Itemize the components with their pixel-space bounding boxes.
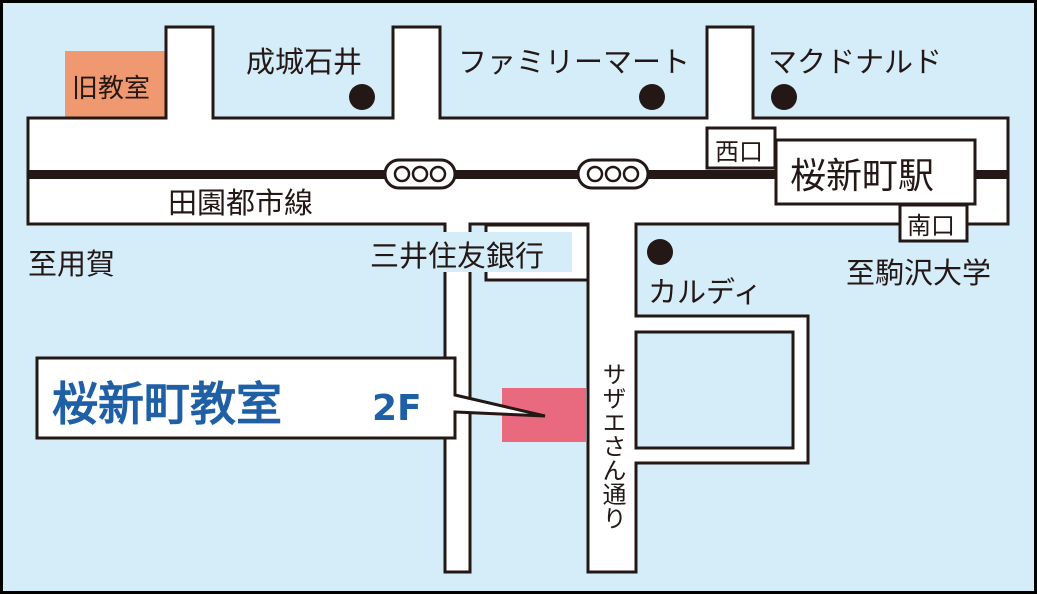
sazae-street-label: サザエさん通り [598, 362, 626, 530]
bank-label-bg [368, 232, 572, 272]
railroad-crossing-icon [576, 158, 650, 190]
to-yoga-label: 至用賀 [28, 247, 115, 281]
landmark-dot-icon [639, 84, 665, 110]
to-komazawa-label: 至駒沢大学 [846, 256, 991, 290]
railroad-crossing-icon [383, 158, 457, 190]
familymart-label: ファミリーマート [458, 45, 690, 79]
west-exit-label: 西口 [715, 138, 763, 166]
station-box [774, 138, 977, 206]
west-exit-box [705, 126, 777, 170]
rail-line [28, 170, 1008, 179]
landmark-dot-icon [349, 84, 375, 110]
old-classroom-block [65, 51, 166, 118]
south-exit-box [898, 203, 969, 243]
bank-label: 三井住友銀行 [370, 239, 544, 273]
old-classroom-label: 旧教室 [72, 74, 150, 104]
landmark-dot-icon [647, 239, 673, 265]
mcdonalds-label: マクドナルド [768, 45, 942, 79]
rail-line-label: 田園都市線 [168, 186, 313, 220]
kaldi-label: カルディ [648, 275, 762, 309]
city-block [634, 330, 795, 450]
landmark-dot-icon [771, 84, 797, 110]
classroom-callout [35, 356, 546, 440]
classroom-title: 桜新町教室 [52, 377, 282, 431]
seijo-ishii-label: 成城石井 [246, 45, 362, 79]
south-exit-label: 南口 [907, 212, 955, 240]
station-label: 桜新町駅 [790, 156, 934, 197]
classroom-floor: 2F [372, 388, 422, 429]
